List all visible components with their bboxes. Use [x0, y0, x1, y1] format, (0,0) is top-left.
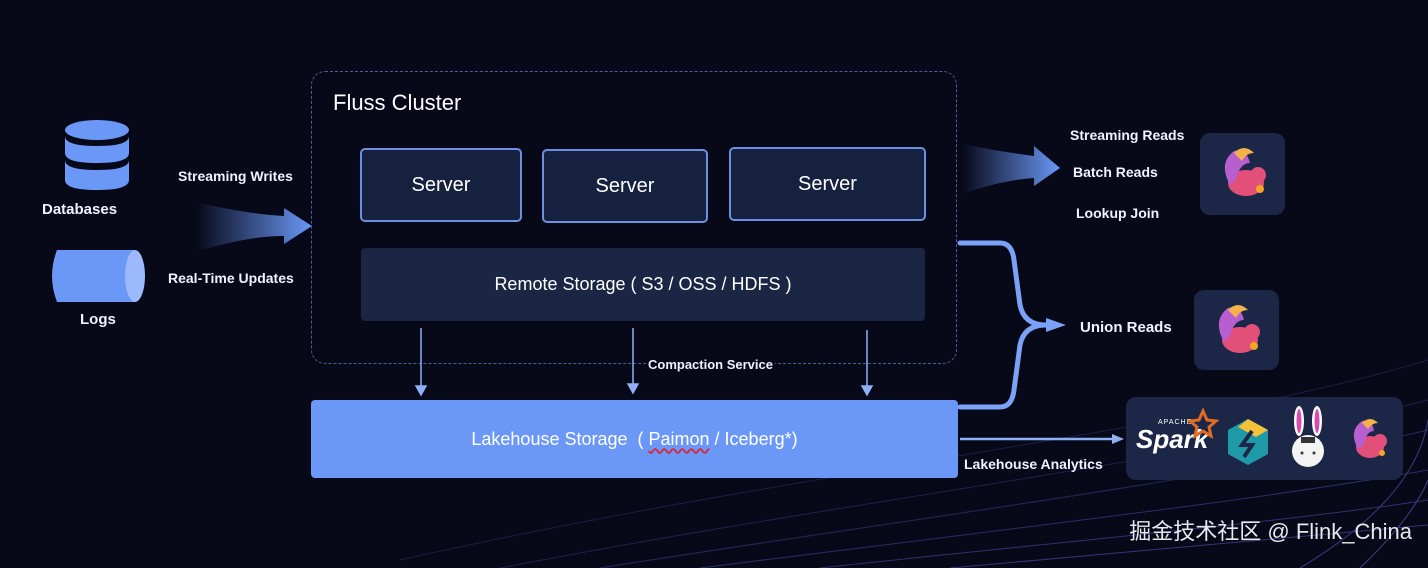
flink-squirrel-icon: [1353, 419, 1387, 458]
compaction-arrowhead: [414, 385, 428, 397]
lakehouse-prefix: Lakehouse Storage (: [471, 428, 649, 449]
lakehouse-storage[interactable]: Lakehouse Storage ( Paimon / Iceberg*): [311, 400, 958, 478]
lakehouse-paimon: Paimon: [648, 428, 710, 449]
ingest-arrow: [196, 202, 312, 252]
analytics-engines-tile: APACHE Spark: [1126, 397, 1403, 480]
lookup-join-label: Lookup Join: [1076, 205, 1160, 221]
database-icon: [65, 120, 129, 190]
streaming-reads-label: Streaming Reads: [1070, 127, 1185, 143]
server-node[interactable]: Server: [542, 149, 708, 223]
lakehouse-suffix: / Iceberg*): [709, 428, 798, 449]
spark-star-icon: [1186, 407, 1220, 440]
real-time-updates-label: Real-Time Updates: [168, 270, 294, 286]
analytics-arrowhead: [1112, 434, 1124, 444]
server-node[interactable]: Server: [729, 147, 926, 221]
compaction-arrowhead: [626, 383, 640, 395]
databases-label: Databases: [42, 201, 118, 218]
flink-engine-tile: [1200, 133, 1285, 215]
flink-squirrel-icon: [1218, 305, 1260, 353]
union-reads-label: Union Reads: [1080, 319, 1172, 336]
logs-icon: [52, 250, 145, 302]
trino-bunny-icon: [1292, 406, 1324, 467]
fluss-cluster-boundary: [311, 71, 957, 364]
lakehouse-analytics-label: Lakehouse Analytics: [964, 456, 1103, 472]
union-arrowhead: [1046, 318, 1066, 332]
flink-engine-tile: [1194, 290, 1279, 370]
spark-apache-label: APACHE: [1158, 419, 1193, 426]
streaming-writes-label: Streaming Writes: [178, 168, 293, 184]
compaction-arrowhead: [860, 385, 874, 397]
cluster-title: Fluss Cluster: [333, 90, 462, 115]
batch-reads-label: Batch Reads: [1073, 164, 1158, 180]
compaction-service-label: Compaction Service: [646, 357, 775, 372]
starrocks-icon: [1228, 419, 1268, 465]
server-node[interactable]: Server: [360, 148, 522, 222]
watermark: 掘金技术社区 @ Flink_China: [1129, 519, 1412, 544]
reads-arrow: [962, 144, 1060, 194]
remote-storage[interactable]: Remote Storage ( S3 / OSS / HDFS ): [361, 248, 925, 321]
logs-label: Logs: [80, 311, 116, 328]
flink-squirrel-icon: [1224, 148, 1266, 196]
